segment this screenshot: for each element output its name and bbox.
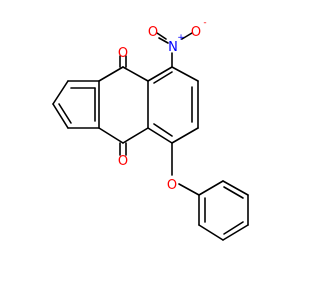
nitro-bonds	[156, 32, 193, 68]
phenyl-ring	[198, 180, 249, 241]
carbonyl-oxygen-bottom: O	[118, 154, 128, 169]
central-ring	[98, 66, 149, 144]
ether-oxygen: O	[167, 178, 177, 193]
left-benzene-ring	[52, 80, 100, 129]
carbonyl-oxygen-top: O	[118, 46, 128, 61]
carbonyl-bonds	[119, 55, 127, 156]
nitro-nitrogen-charge: +	[177, 33, 185, 43]
ether-bonds	[171, 142, 200, 196]
nitro-oxygen-charge: -	[203, 18, 206, 28]
structure-diagram: O O N + O O - O	[52, 18, 249, 241]
nitro-oxygen-left: O	[148, 25, 158, 40]
right-aromatic-ring	[147, 66, 199, 144]
nitro-nitrogen: N	[168, 40, 178, 55]
nitro-oxygen-right: O	[191, 25, 201, 40]
